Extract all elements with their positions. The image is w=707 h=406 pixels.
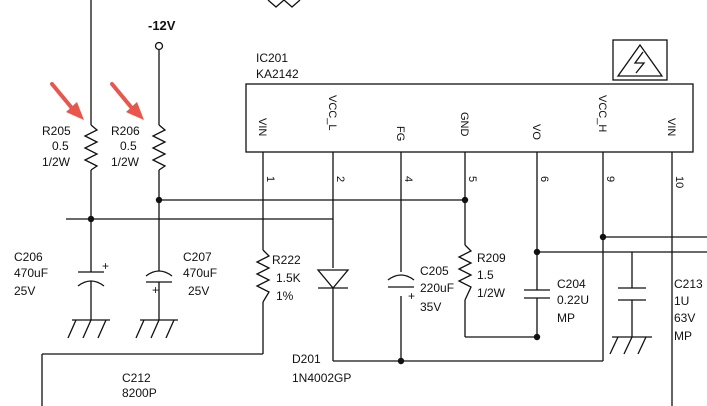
c205-plus: +	[408, 289, 415, 303]
resistor-r205: R205 0.5 1/2W	[42, 124, 99, 171]
capacitor-c213: C213 1U 63V MP	[618, 277, 703, 343]
c204-ref: C204	[557, 277, 586, 291]
ic-pin-number: 5	[466, 176, 478, 182]
ic-pin-name: GND	[458, 112, 470, 137]
c207-rating: 25V	[188, 284, 209, 298]
capacitor-c212: C212 8200P	[122, 371, 157, 400]
wires	[41, 0, 707, 406]
c206-plus: +	[102, 259, 109, 273]
resistor-r206: R206 0.5 1/2W	[111, 124, 167, 171]
ic-pin-number: 9	[604, 176, 616, 182]
red-arrows	[50, 82, 144, 120]
r206-rating: 1/2W	[111, 155, 140, 169]
diode-d201: D201 1N4002GP	[292, 269, 351, 385]
ic-pin-name: VCC_L	[326, 95, 338, 130]
r206-ref: R206	[111, 124, 140, 138]
c207-plus: +	[152, 283, 159, 297]
c212-value: 8200P	[122, 386, 157, 400]
ic201-ref: IC201	[256, 51, 288, 65]
r209-ref: R209	[477, 251, 506, 265]
capacitor-c206: + C206 470uF 25V	[14, 250, 109, 320]
r205-value: 0.5	[52, 139, 69, 153]
c207-value: 470uF	[183, 266, 217, 280]
ic-pin-number: 6	[538, 176, 550, 182]
c206-ref: C206	[14, 250, 43, 264]
r209-value: 1.5	[477, 268, 494, 282]
c213-ref: C213	[674, 277, 703, 291]
c207-ref: C207	[183, 250, 212, 264]
supply-12v: -12V	[148, 18, 176, 51]
c204-value: 0.22U	[557, 293, 589, 307]
ic-pin-name: VCC_H	[596, 95, 608, 132]
c204-type: MP	[557, 311, 575, 325]
c206-value: 470uF	[14, 266, 48, 280]
r205-rating: 1/2W	[42, 155, 71, 169]
d201-ref: D201	[292, 352, 321, 366]
resistor-r209: R209 1.5 1/2W	[457, 244, 506, 301]
capacitor-c204: C204 0.22U MP	[524, 277, 589, 325]
r222-rating: 1%	[276, 289, 294, 303]
c205-value: 220uF	[420, 281, 454, 295]
ic201: IC201 KA2142 VIN VCC_L FG GND VO VCC_H V…	[245, 39, 694, 188]
ic201-body	[245, 83, 694, 153]
r222-value: 1.5K	[276, 271, 301, 285]
ic-pin-number: 4	[402, 176, 414, 182]
ic-pin-name: VO	[530, 124, 542, 140]
resistor-r222: R222 1.5K 1%	[255, 249, 301, 303]
capacitor-c207: + C207 470uF 25V	[145, 250, 217, 320]
capacitor-c205: + C205 220uF 35V	[387, 264, 454, 314]
ic-pin-name: FG	[394, 126, 406, 141]
ic-pin-number: 2	[334, 176, 346, 182]
c212-ref: C212	[122, 371, 151, 385]
r209-rating: 1/2W	[477, 286, 506, 300]
c213-rating: 63V	[674, 311, 695, 325]
ic-pin-number: 1	[264, 176, 276, 182]
junction-dots	[87, 196, 607, 365]
ic201-part: KA2142	[256, 67, 299, 81]
c205-rating: 35V	[420, 300, 441, 314]
c206-rating: 25V	[14, 284, 35, 298]
c213-type: MP	[674, 329, 692, 343]
ground-symbols	[67, 319, 652, 355]
r205-ref: R205	[42, 124, 71, 138]
c213-value: 1U	[674, 294, 689, 308]
cut-off-component-top	[267, 0, 301, 8]
ic-pin-number: 10	[673, 176, 685, 188]
r222-ref: R222	[272, 253, 301, 267]
ic-pin-name: VIN	[665, 118, 677, 136]
c205-ref: C205	[420, 264, 449, 278]
high-voltage-warning-icon	[612, 39, 668, 81]
r206-value: 0.5	[120, 139, 137, 153]
d201-part: 1N4002GP	[292, 371, 351, 385]
supply-12v-label: -12V	[148, 18, 176, 33]
ic-pin-name: VIN	[256, 118, 268, 136]
